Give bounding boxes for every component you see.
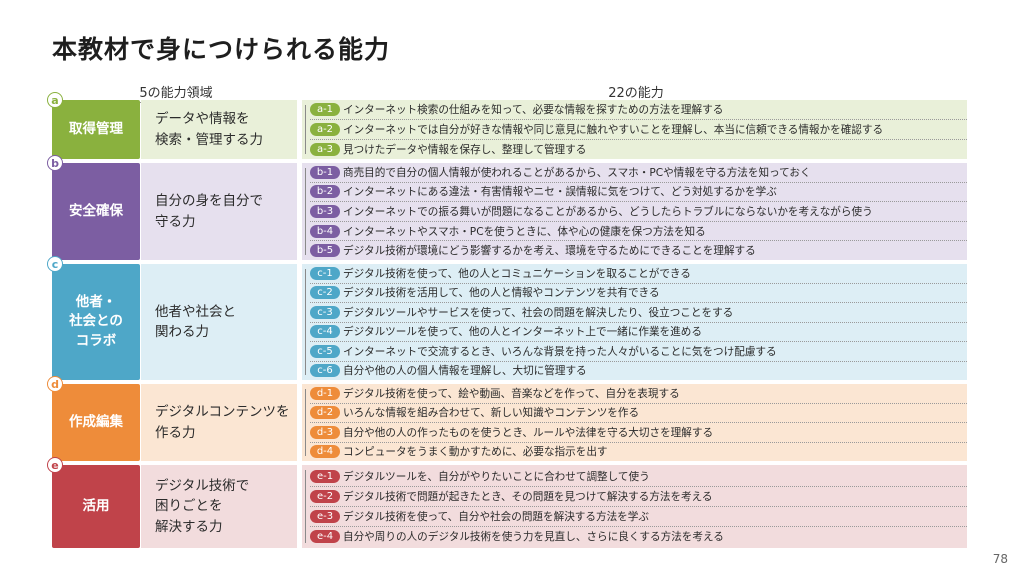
section-letter-badge: e bbox=[47, 457, 63, 473]
ability-code-badge: c-3 bbox=[310, 305, 340, 319]
ability-code-badge: b-2 bbox=[310, 185, 340, 199]
section-letter-badge: a bbox=[47, 92, 63, 108]
ability-text: デジタル技術を活用して、他の人と情報やコンテンツを共有できる bbox=[343, 287, 660, 300]
ability-code-badge: b-3 bbox=[310, 205, 340, 218]
section-label: 取得管理 bbox=[52, 100, 140, 159]
section-label: 作成編集 bbox=[52, 384, 140, 461]
ability-text: 自分や他の人の個人情報を理解し、大切に管理する bbox=[343, 365, 587, 378]
ability-text: インターネットにある違法・有害情報やニセ・誤情報に気をつけて、どう対処するかを学… bbox=[343, 186, 777, 199]
ability-text: 自分や周りの人のデジタル技術を使う力を見直し、さらに良くする方法を考える bbox=[343, 531, 724, 543]
ability-code-badge: d-2 bbox=[310, 406, 340, 420]
ability-text: デジタル技術を使って、他の人とコミュニケーションを取ることができる bbox=[343, 267, 691, 280]
ability-code-badge: c-6 bbox=[310, 364, 340, 378]
ability-text: 見つけたデータや情報を保存し、整理して管理する bbox=[343, 144, 587, 156]
section-description: 自分の身を自分で 守る力 bbox=[141, 163, 297, 260]
section-label: 他者・ 社会との コラボ bbox=[52, 264, 140, 380]
ability-code-badge: c-4 bbox=[310, 325, 340, 339]
ability-text: デジタル技術が環境にどう影響するかを考え、環境を守るためにできることを理解する bbox=[343, 245, 756, 258]
column-header-abilities: 22の能力 bbox=[305, 82, 967, 103]
ability-text: デジタル技術を使って、自分や社会の問題を解決する方法を学ぶ bbox=[343, 511, 649, 523]
section-label: 活用 bbox=[52, 465, 140, 548]
ability-code-badge: c-5 bbox=[310, 344, 340, 358]
ability-code-badge: a-1 bbox=[310, 103, 340, 116]
ability-code-badge: a-3 bbox=[310, 143, 340, 156]
ability-text: インターネットでの振る舞いが問題になることがあるから、どうしたらトラブルにならな… bbox=[343, 206, 873, 218]
ability-code-badge: d-3 bbox=[310, 425, 340, 439]
ability-code-badge: e-2 bbox=[310, 490, 340, 503]
ability-text: インターネット検索の仕組みを知って、必要な情報を探すための方法を理解する bbox=[343, 104, 724, 116]
ability-text: インターネットでは自分が好きな情報や同じ意見に触れやすいことを理解し、本当に信頼… bbox=[343, 124, 884, 136]
ability-text: インターネットやスマホ・PCを使うときに、体や心の健康を保つ方法を知る bbox=[343, 225, 706, 238]
page-number: 78 bbox=[992, 552, 1008, 566]
ability-text: コンピュータをうまく動かすために、必要な指示を出す bbox=[343, 446, 608, 459]
ability-code-badge: c-1 bbox=[310, 266, 340, 280]
ability-text: いろんな情報を組み合わせて、新しい知識やコンテンツを作る bbox=[343, 407, 640, 420]
ability-code-badge: b-4 bbox=[310, 224, 340, 238]
ability-code-badge: d-4 bbox=[310, 445, 340, 459]
section-description: デジタルコンテンツを 作る力 bbox=[141, 384, 297, 461]
ability-text: デジタルツールを使って、他の人とインターネット上で一緒に作業を進める bbox=[343, 326, 702, 339]
ability-code-badge: d-1 bbox=[310, 386, 340, 400]
page-title: 本教材で身につけられる能力 bbox=[52, 35, 391, 64]
section-description: データや情報を 検索・管理する力 bbox=[141, 100, 297, 159]
ability-code-badge: c-2 bbox=[310, 286, 340, 300]
ability-text: デジタルツールやサービスを使って、社会の問題を解決したり、役立つことをする bbox=[343, 306, 734, 319]
ability-text: デジタル技術で問題が起きたとき、その問題を見つけて解決する方法を考える bbox=[343, 491, 713, 503]
ability-text: デジタル技術を使って、絵や動画、音楽などを作って、自分を表現する bbox=[343, 387, 680, 400]
section-description: 他者や社会と 関わる力 bbox=[141, 264, 297, 380]
ability-text: 商売目的で自分の個人情報が使われることがあるから、スマホ・PCや情報を守る方法を… bbox=[343, 166, 811, 179]
ability-text: インターネットで交流するとき、いろんな背景を持った人々がいることに気をつけ配慮す… bbox=[343, 345, 777, 358]
ability-code-badge: a-2 bbox=[310, 123, 340, 136]
ability-code-badge: b-1 bbox=[310, 165, 340, 179]
section-description: デジタル技術で 困りごとを 解決する力 bbox=[141, 465, 297, 548]
ability-text: デジタルツールを、自分がやりたいことに合わせて調整して使う bbox=[343, 471, 650, 483]
ability-code-badge: e-4 bbox=[310, 530, 340, 543]
column-header-domains: 5の能力領域 bbox=[52, 82, 300, 103]
section-letter-badge: d bbox=[47, 376, 63, 392]
section-letter-badge: b bbox=[47, 155, 63, 171]
ability-text: 自分や他の人の作ったものを使うとき、ルールや法律を守る大切さを理解する bbox=[343, 426, 714, 439]
ability-code-badge: e-3 bbox=[310, 510, 340, 523]
section-letter-badge: c bbox=[47, 256, 63, 272]
ability-code-badge: e-1 bbox=[310, 470, 340, 483]
section-label: 安全確保 bbox=[52, 163, 140, 260]
ability-code-badge: b-5 bbox=[310, 244, 340, 258]
